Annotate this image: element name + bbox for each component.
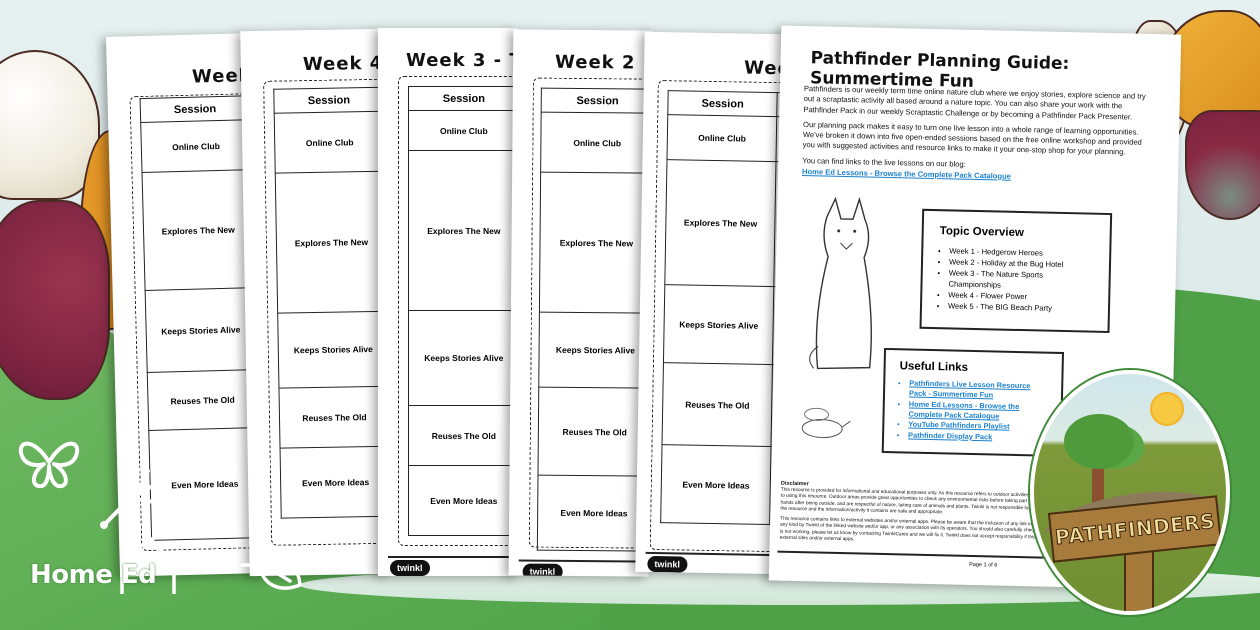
worksheet-title: Week 4	[302, 52, 384, 76]
session-cell: Reuses The Old	[278, 386, 390, 449]
session-cell: Online Club	[666, 114, 778, 162]
topic-item: Week 3 - The Nature Sports Championships	[948, 267, 1092, 292]
shell-red-illustration	[0, 200, 110, 400]
table-header: Session	[667, 90, 778, 117]
session-cell: Online Club	[274, 111, 386, 174]
signboard: PATHFINDERS	[1047, 495, 1223, 563]
intro-paragraph: Pathfinders is our weekly term time onli…	[803, 84, 1146, 122]
session-cell: Explores The New	[275, 171, 388, 314]
session-cell: Keeps Stories Alive	[663, 284, 775, 365]
session-cell: Online Club	[408, 110, 518, 151]
topic-item: Week 5 - The BIG Beach Party	[948, 300, 1092, 314]
session-cell: Even More Ideas	[660, 444, 772, 525]
worksheet-title: Week 3 - The	[406, 50, 518, 71]
worksheet-week3[interactable]: Week 3 - The Session Online ClubGrab a E…	[378, 28, 518, 576]
tree-trunk	[1092, 462, 1104, 512]
session-cell: Keeps Stories Alive	[538, 312, 653, 389]
shell-white-illustration	[0, 50, 100, 200]
leaf-icon	[240, 556, 302, 590]
tree-icon	[1064, 414, 1134, 469]
badge-text: PATHFINDERS	[1053, 508, 1217, 550]
session-table: Session Online ClubGrab a Explores The N…	[660, 90, 790, 525]
footer-rule	[518, 559, 649, 563]
session-cell: Keeps Stories Alive	[277, 311, 389, 389]
session-cell: Even More Ideas	[408, 465, 518, 536]
session-cell: Explores The New	[142, 169, 255, 291]
twinkl-logo: twinkl	[390, 560, 430, 576]
bee-illustration	[801, 407, 851, 439]
worksheet-title: Week 2	[555, 51, 636, 74]
table-header: Session	[140, 95, 251, 123]
session-cell: Explores The New	[408, 150, 518, 311]
session-cell: Reuses The Old	[147, 369, 259, 431]
session-cell: Explores The New	[664, 159, 777, 287]
twinkl-logo: twinkl	[522, 563, 563, 577]
table-header: Session	[273, 87, 385, 114]
butterfly-icon	[18, 441, 80, 489]
twinkl-logo: twinkl	[647, 555, 688, 573]
table-header: Session	[541, 88, 654, 114]
worksheet-week1[interactable]: Week 1 Session Online ClubGrab a Explore…	[635, 31, 790, 575]
home-ed-logo: Home Ed	[30, 560, 157, 590]
session-cell: Online Club	[540, 112, 654, 174]
wolf-illustration	[809, 196, 872, 370]
topic-overview-box: Topic Overview Week 1 - Hedgerow Heroes …	[919, 208, 1113, 334]
useful-link[interactable]: Pathfinders Live Lesson Resource Pack - …	[909, 379, 1047, 403]
intro-paragraph: Our planning pack makes it easy to turn …	[802, 119, 1142, 157]
topic-overview-heading: Topic Overview	[939, 225, 1024, 240]
page-number: Page 1 of 6	[969, 561, 998, 569]
worksheet-week2[interactable]: Week 2 Session Online ClubGrab Explores …	[508, 29, 654, 577]
session-table: Session Online ClubGrab a Explores The N…	[408, 86, 518, 536]
guide-intro: Pathfinders is our weekly term time onli…	[802, 84, 1154, 185]
worksheet-week4[interactable]: Week 4 Session Online ClubGrab Explores …	[240, 28, 390, 577]
session-cell: Reuses The Old	[408, 405, 518, 466]
session-cell: Explores The New	[539, 172, 654, 314]
dandelion-icon	[100, 467, 162, 529]
session-cell: Keeps Stories Alive	[408, 310, 518, 406]
session-cell: Keeps Stories Alive	[145, 287, 257, 373]
session-cell: Even More Ideas	[280, 446, 390, 519]
worksheet-frame	[398, 76, 518, 546]
shell-red-right-illustration	[1185, 110, 1260, 220]
footer-rule	[388, 556, 518, 558]
useful-link[interactable]: Pathfinder Display Pack	[908, 430, 1046, 443]
session-cell: Even More Ideas	[537, 475, 651, 552]
session-cell: Online Club	[140, 119, 252, 173]
planning-guide-page[interactable]: Pathfinder Planning Guide: Summertime Fu…	[768, 25, 1182, 590]
session-cell: Reuses The Old	[662, 362, 773, 447]
house-icon	[120, 536, 176, 594]
sun-icon	[1150, 392, 1184, 426]
useful-links-box: Useful Links Pathfinders Live Lesson Res…	[881, 347, 1065, 458]
table-header: Session	[408, 86, 518, 111]
session-table: Session Online ClubGrab Explores The New…	[273, 86, 390, 519]
session-cell: Reuses The Old	[537, 387, 652, 477]
useful-links-heading: Useful Links	[899, 360, 969, 374]
pathfinders-badge: PATHFINDERS	[1030, 370, 1230, 615]
